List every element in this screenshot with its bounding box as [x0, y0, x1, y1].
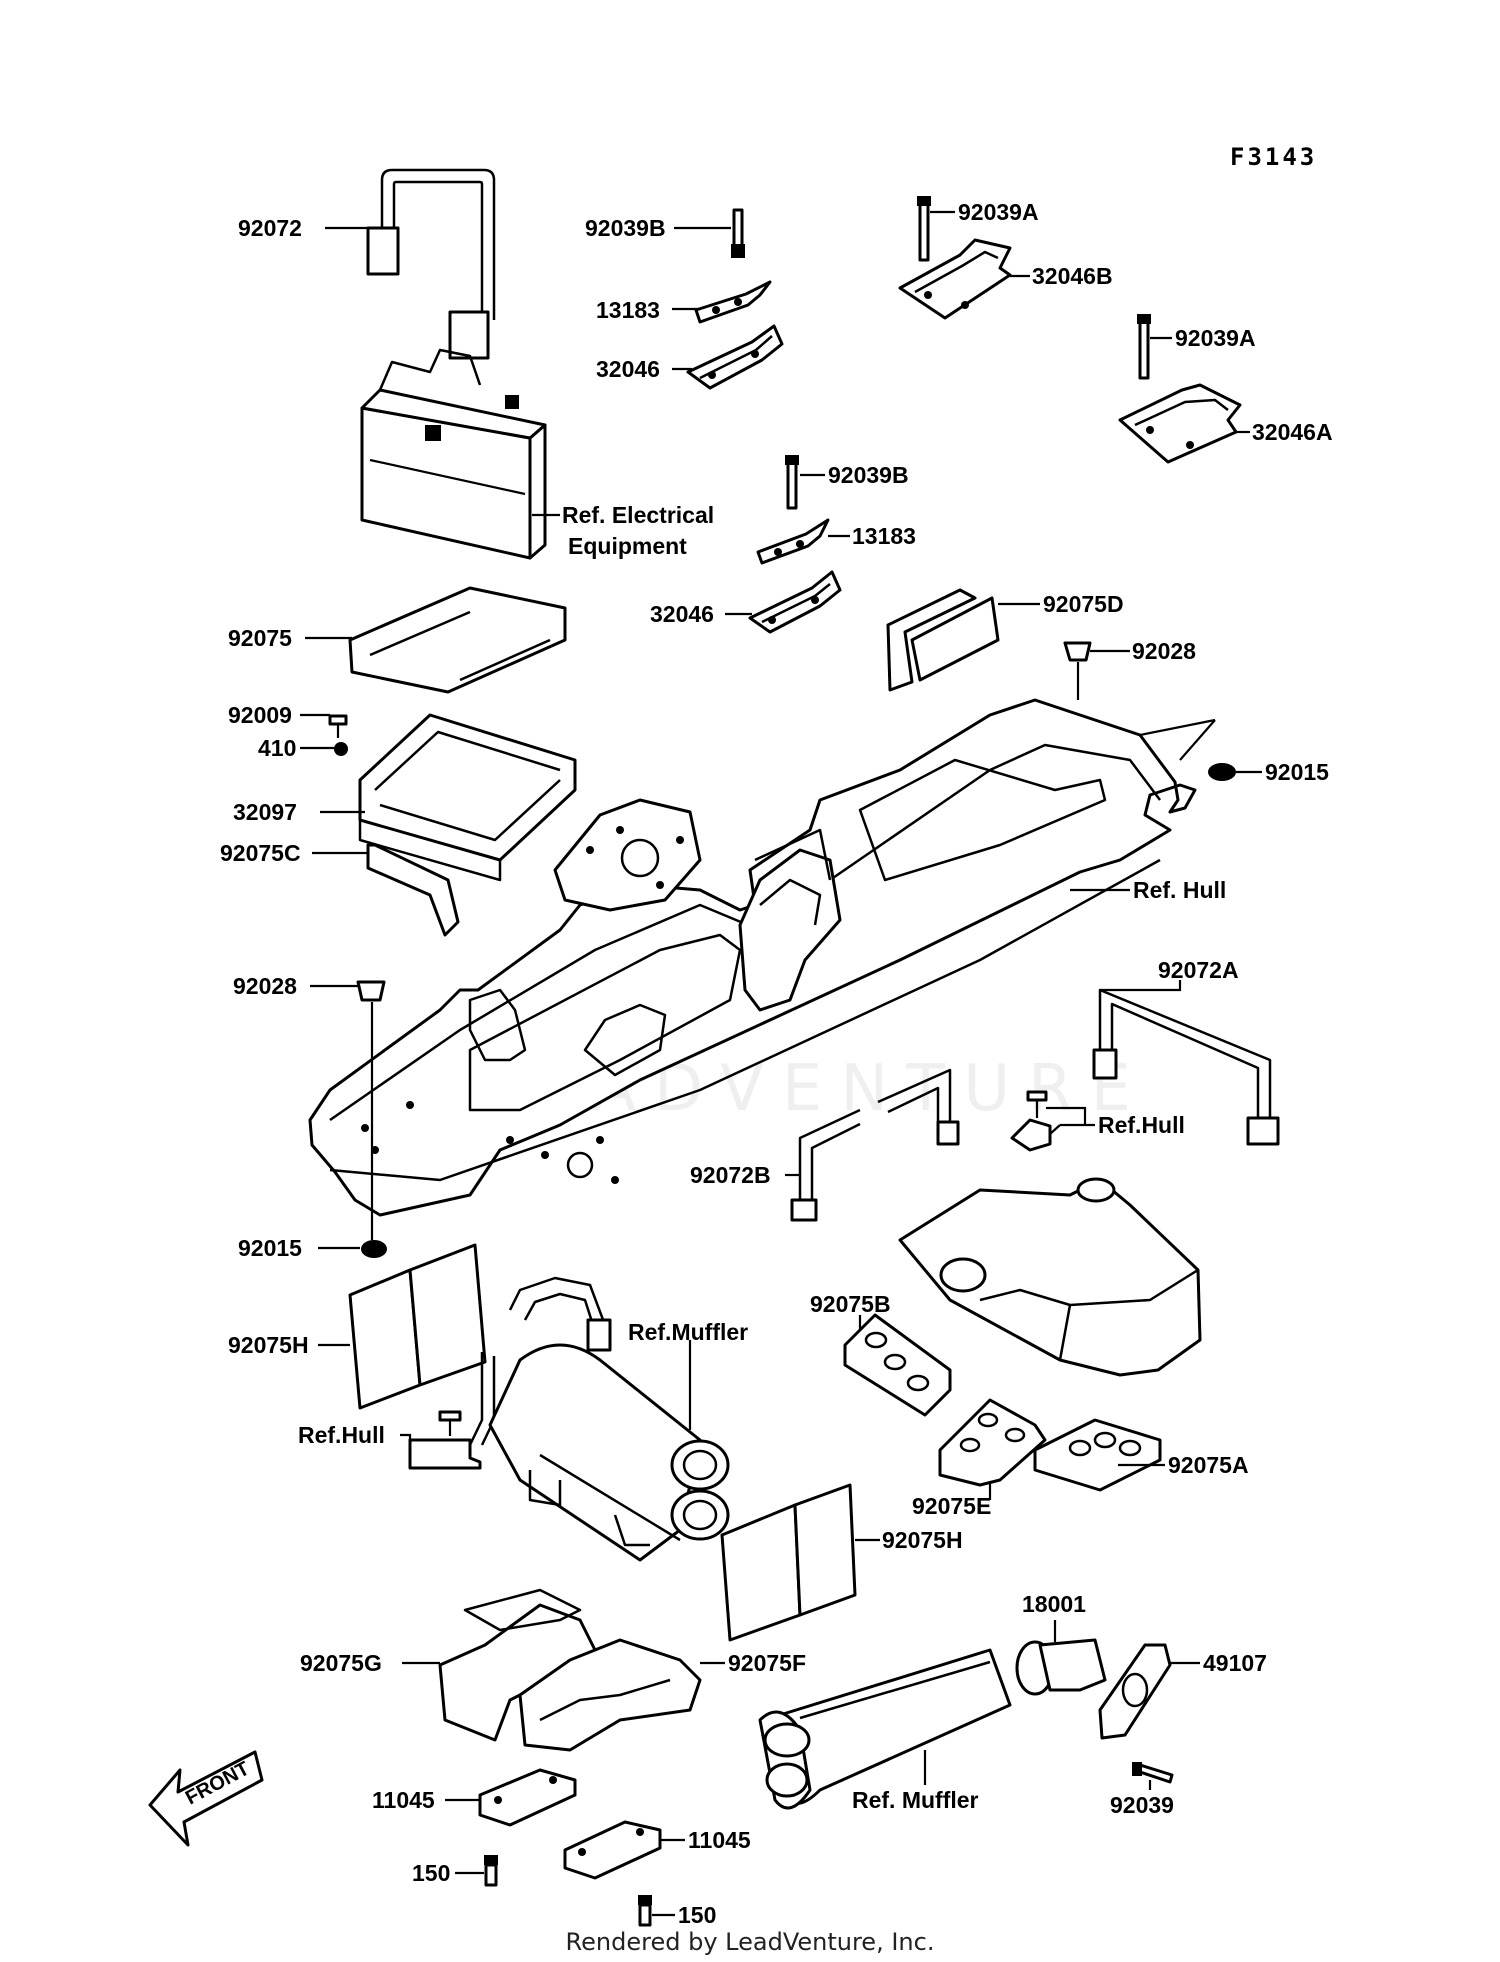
callout-92039: 92039	[1110, 1792, 1174, 1818]
figure-code: F3143	[1230, 143, 1317, 171]
callout-32046-lower: 32046	[650, 601, 714, 627]
bracket-32046-upper	[686, 324, 784, 390]
callout-92075C: 92075C	[220, 840, 301, 866]
fuel-tank	[898, 1177, 1202, 1377]
bolt-92039A-lower	[1137, 314, 1151, 380]
callout-32046A: 32046A	[1252, 419, 1333, 445]
washer-410	[334, 742, 348, 756]
pad-92075C	[366, 843, 460, 937]
tank-strap-92072A	[1092, 988, 1280, 1146]
front-direction-arrow: FRONT	[148, 1750, 264, 1847]
bracket-32046-lower	[748, 570, 842, 634]
callout-ref-muffler-lower: Ref. Muffler	[852, 1787, 979, 1813]
battery-strap-92072	[366, 168, 496, 360]
callout-92075: 92075	[228, 625, 292, 651]
callout-92039A-upper: 92039A	[958, 199, 1039, 225]
leader-lines	[300, 210, 1262, 1917]
tank-strap-92072B	[790, 1068, 960, 1222]
bolt-92039B-upper	[731, 208, 745, 258]
pad-92075H-right	[720, 1483, 857, 1642]
ref-hull-bolt-left	[408, 1410, 482, 1470]
callout-92075E: 92075E	[912, 1493, 991, 1519]
plate-92075A	[1033, 1418, 1162, 1492]
ref-hull-bolt-right	[1010, 1090, 1052, 1152]
callout-18001: 18001	[1022, 1591, 1086, 1617]
clip-11045-left	[478, 1768, 577, 1827]
flange-49107	[1098, 1643, 1172, 1740]
callout-92039A-lower: 92039A	[1175, 325, 1256, 351]
callout-92072: 92072	[238, 215, 302, 241]
callout-92075B: 92075B	[810, 1291, 891, 1317]
callout-92009: 92009	[228, 702, 292, 728]
battery	[360, 348, 547, 560]
callout-32097: 32097	[233, 799, 297, 825]
callout-32046-upper: 32046	[596, 356, 660, 382]
screw-150-left	[484, 1855, 498, 1887]
callout-ref-hull-main: Ref. Hull	[1133, 877, 1226, 903]
callout-92075H-right: 92075H	[882, 1527, 963, 1553]
muffler	[488, 1343, 730, 1562]
callout-92072A: 92072A	[1158, 957, 1239, 983]
callout-92028-upper: 92028	[1132, 638, 1196, 664]
pad-92075H-left	[348, 1243, 487, 1410]
callout-92075A: 92075A	[1168, 1452, 1249, 1478]
pad-92075F	[518, 1638, 702, 1752]
plate-92075B	[843, 1313, 952, 1417]
plug-92028-upper	[1063, 641, 1092, 662]
callout-49107: 49107	[1203, 1650, 1267, 1676]
callout-ref-hull-clip: Ref.Hull	[1098, 1112, 1185, 1138]
screw-150-right	[638, 1895, 652, 1927]
callout-150-right: 150	[678, 1902, 716, 1928]
callout-410: 410	[258, 735, 296, 761]
bracket-32046B	[898, 238, 1012, 320]
clip-11045-right	[563, 1820, 662, 1880]
callout-150-left: 150	[412, 1860, 450, 1886]
callout-92075F: 92075F	[728, 1650, 806, 1676]
plate-13183-upper	[694, 280, 772, 324]
callout-92075H-left: 92075H	[228, 1332, 309, 1358]
callout-92072B: 92072B	[690, 1162, 771, 1188]
battery-pad-92075	[348, 586, 567, 694]
callout-92039B-lower: 92039B	[828, 462, 909, 488]
callout-92075D: 92075D	[1043, 591, 1124, 617]
bracket-32046A	[1118, 383, 1242, 464]
battery-case-32097	[358, 713, 577, 882]
callout-ref-muffler-upper: Ref.Muffler	[628, 1319, 748, 1345]
callout-32046B: 32046B	[1032, 263, 1113, 289]
callout-92075G: 92075G	[300, 1650, 382, 1676]
callout-92039B-upper: 92039B	[585, 215, 666, 241]
plate-13183-lower	[756, 518, 830, 565]
bolt-92039B-lower	[785, 455, 799, 510]
callout-13183-lower: 13183	[852, 523, 916, 549]
screw-92009	[328, 714, 348, 738]
plate-92075E	[938, 1398, 1047, 1487]
callout-11045-left: 11045	[372, 1787, 435, 1813]
plug-92028-lower	[356, 980, 386, 1002]
grommet-92015-right	[1208, 763, 1236, 781]
hull	[308, 698, 1197, 1217]
exhaust-hose	[758, 1648, 1012, 1810]
grommet-92015-bottom	[361, 1240, 387, 1258]
callout-92028-lower: 92028	[233, 973, 297, 999]
callout-ref-electrical-line1: Ref. Electrical	[562, 502, 714, 528]
footer-credit: Rendered by LeadVenture, Inc.	[566, 1928, 935, 1956]
callout-92015-bottom: 92015	[238, 1235, 302, 1261]
bolt-92039A-upper	[917, 196, 931, 262]
bolt-92039	[1132, 1762, 1174, 1784]
callout-13183-upper: 13183	[596, 297, 660, 323]
callout-11045-right: 11045	[688, 1827, 751, 1853]
pad-92075D	[886, 588, 1000, 692]
callout-ref-hull-bolt: Ref.Hull	[298, 1422, 385, 1448]
callout-ref-electrical-line2: Equipment	[568, 533, 687, 559]
joint-18001	[1015, 1638, 1107, 1696]
callout-92015-right: 92015	[1265, 759, 1329, 785]
